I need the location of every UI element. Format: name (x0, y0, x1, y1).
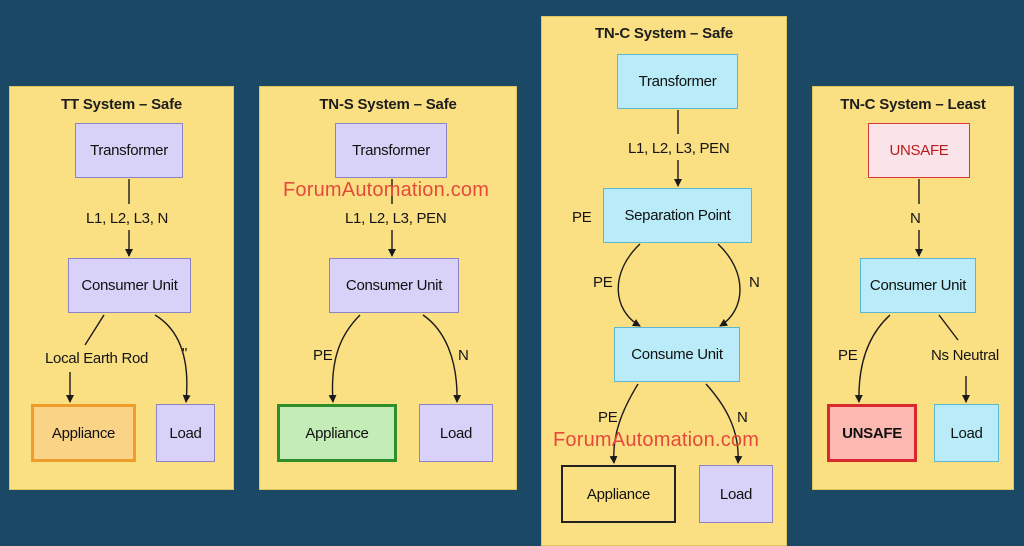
consumer-unit-box: Consume Unit (614, 327, 740, 382)
consumer-unit-box: Consumer Unit (329, 258, 459, 313)
pe-label: PE (593, 274, 613, 291)
neutral-label: Ns Neutral (931, 347, 999, 364)
n-label: N (749, 274, 760, 291)
appliance-box: Appliance (31, 404, 136, 462)
feed-label: L1, L2, L3, PEN (345, 210, 447, 227)
feed-label: L1, L2, L3, PEN (628, 140, 730, 157)
pe-label: PE (838, 347, 858, 364)
appliance-box: Applіance (561, 465, 676, 523)
panel-title: TN-C System – Least (840, 96, 986, 113)
transformer-box: Transformer (335, 123, 447, 178)
n-label: N (458, 347, 469, 364)
earth-rod-label: Local Earth Rod (45, 350, 149, 367)
load-box: Load (156, 404, 215, 462)
transformer-box: Transformer (75, 123, 183, 178)
feed-label: L1, L2, L3, N (86, 210, 168, 227)
load-box: Load (699, 465, 773, 523)
load-box: Load (419, 404, 493, 462)
panel-title: TN-S System – Safe (319, 96, 457, 113)
watermark-text: ForumAutomation.com (553, 429, 760, 451)
neutral-label: " (182, 345, 188, 362)
pe-label: PE (598, 409, 618, 426)
load-box: Load (934, 404, 999, 462)
unsafe-source-box: UNSAFE (868, 123, 970, 178)
consumer-unit-box: Consumer Unit (860, 258, 976, 313)
consumer-unit-box: Consumer Unit (68, 258, 191, 313)
panel-title: TT System – Safe (60, 96, 183, 113)
panel-title: TN-C System – Safe (594, 25, 734, 42)
appliance-box: Appliance (277, 404, 397, 462)
watermark-text: ForumAutomation.com (283, 179, 490, 201)
pe-label: PE (313, 347, 333, 364)
unsafe-appliance-box: UNSAFE (827, 404, 917, 462)
transformer-box: Transformer (617, 54, 738, 109)
separation-point-box: Separation Point (603, 188, 752, 243)
pe-side-label: PE (572, 209, 592, 226)
n-label: N (737, 409, 748, 426)
n-label: N (910, 210, 921, 227)
